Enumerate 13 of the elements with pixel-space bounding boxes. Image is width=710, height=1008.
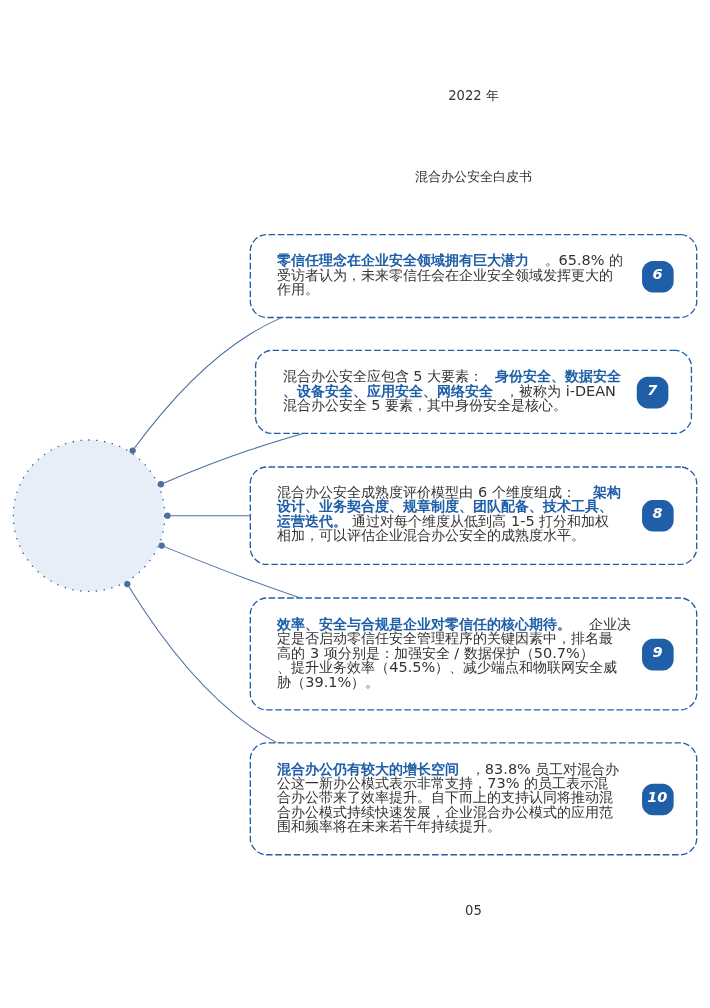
- connector: [157, 432, 304, 487]
- node-box: 效率、安全与合规是企业对零信任的核心期待。企业决定是否启动零信任安全管理程序的关键因素中，排名最高的 3 项分别是：加强安全 / 数据保护（50.7%）、提升业务效率（45.5%）、减少端点和物联网安全威胁（39.1%）。 9: [249, 596, 698, 711]
- node-box: 混合办公安全成熟度评价模型由 6 个维度组成：架构设计、业务契合度、规章制度、团队配备、技术工具、运营迭代。通过对每个维度从低到高 1-5 打分和加权相加，可以评估企业混合办公安全的成熟度水平。 8: [249, 465, 698, 565]
- label: 2022 年: [448, 87, 499, 103]
- node-box: 混合办公安全应包含 5 大要素：身份安全、数据安全、设备安全、应用安全、网络安全，被称为 i-DEAN 混合办公安全 5 要素，其中身份安全是核心。 7: [254, 349, 693, 434]
- connector: [164, 512, 251, 519]
- connector: [129, 316, 282, 454]
- connector: [158, 541, 301, 598]
- node-box: 混合办公仍有较大的增长空间，83.8% 员工对混合办公这一新办公模式表示非常支持，73% 的员工表示混合办公带来了效率提升。自下而上的支持认同将推动混合办公模式持续快速发展，企业混合办公模式的应用范围和频率将在未来若干年持续提升。 10: [249, 741, 698, 855]
- label: 05: [465, 902, 482, 918]
- node-box: 零信任理念在企业安全领域拥有巨大潜力。65.8% 的受访者认为，未来零信任会在企业安全领域发挥更大的作用。 6: [249, 233, 698, 318]
- label: 混合办公安全白皮书: [415, 168, 533, 184]
- connector: [124, 580, 277, 743]
